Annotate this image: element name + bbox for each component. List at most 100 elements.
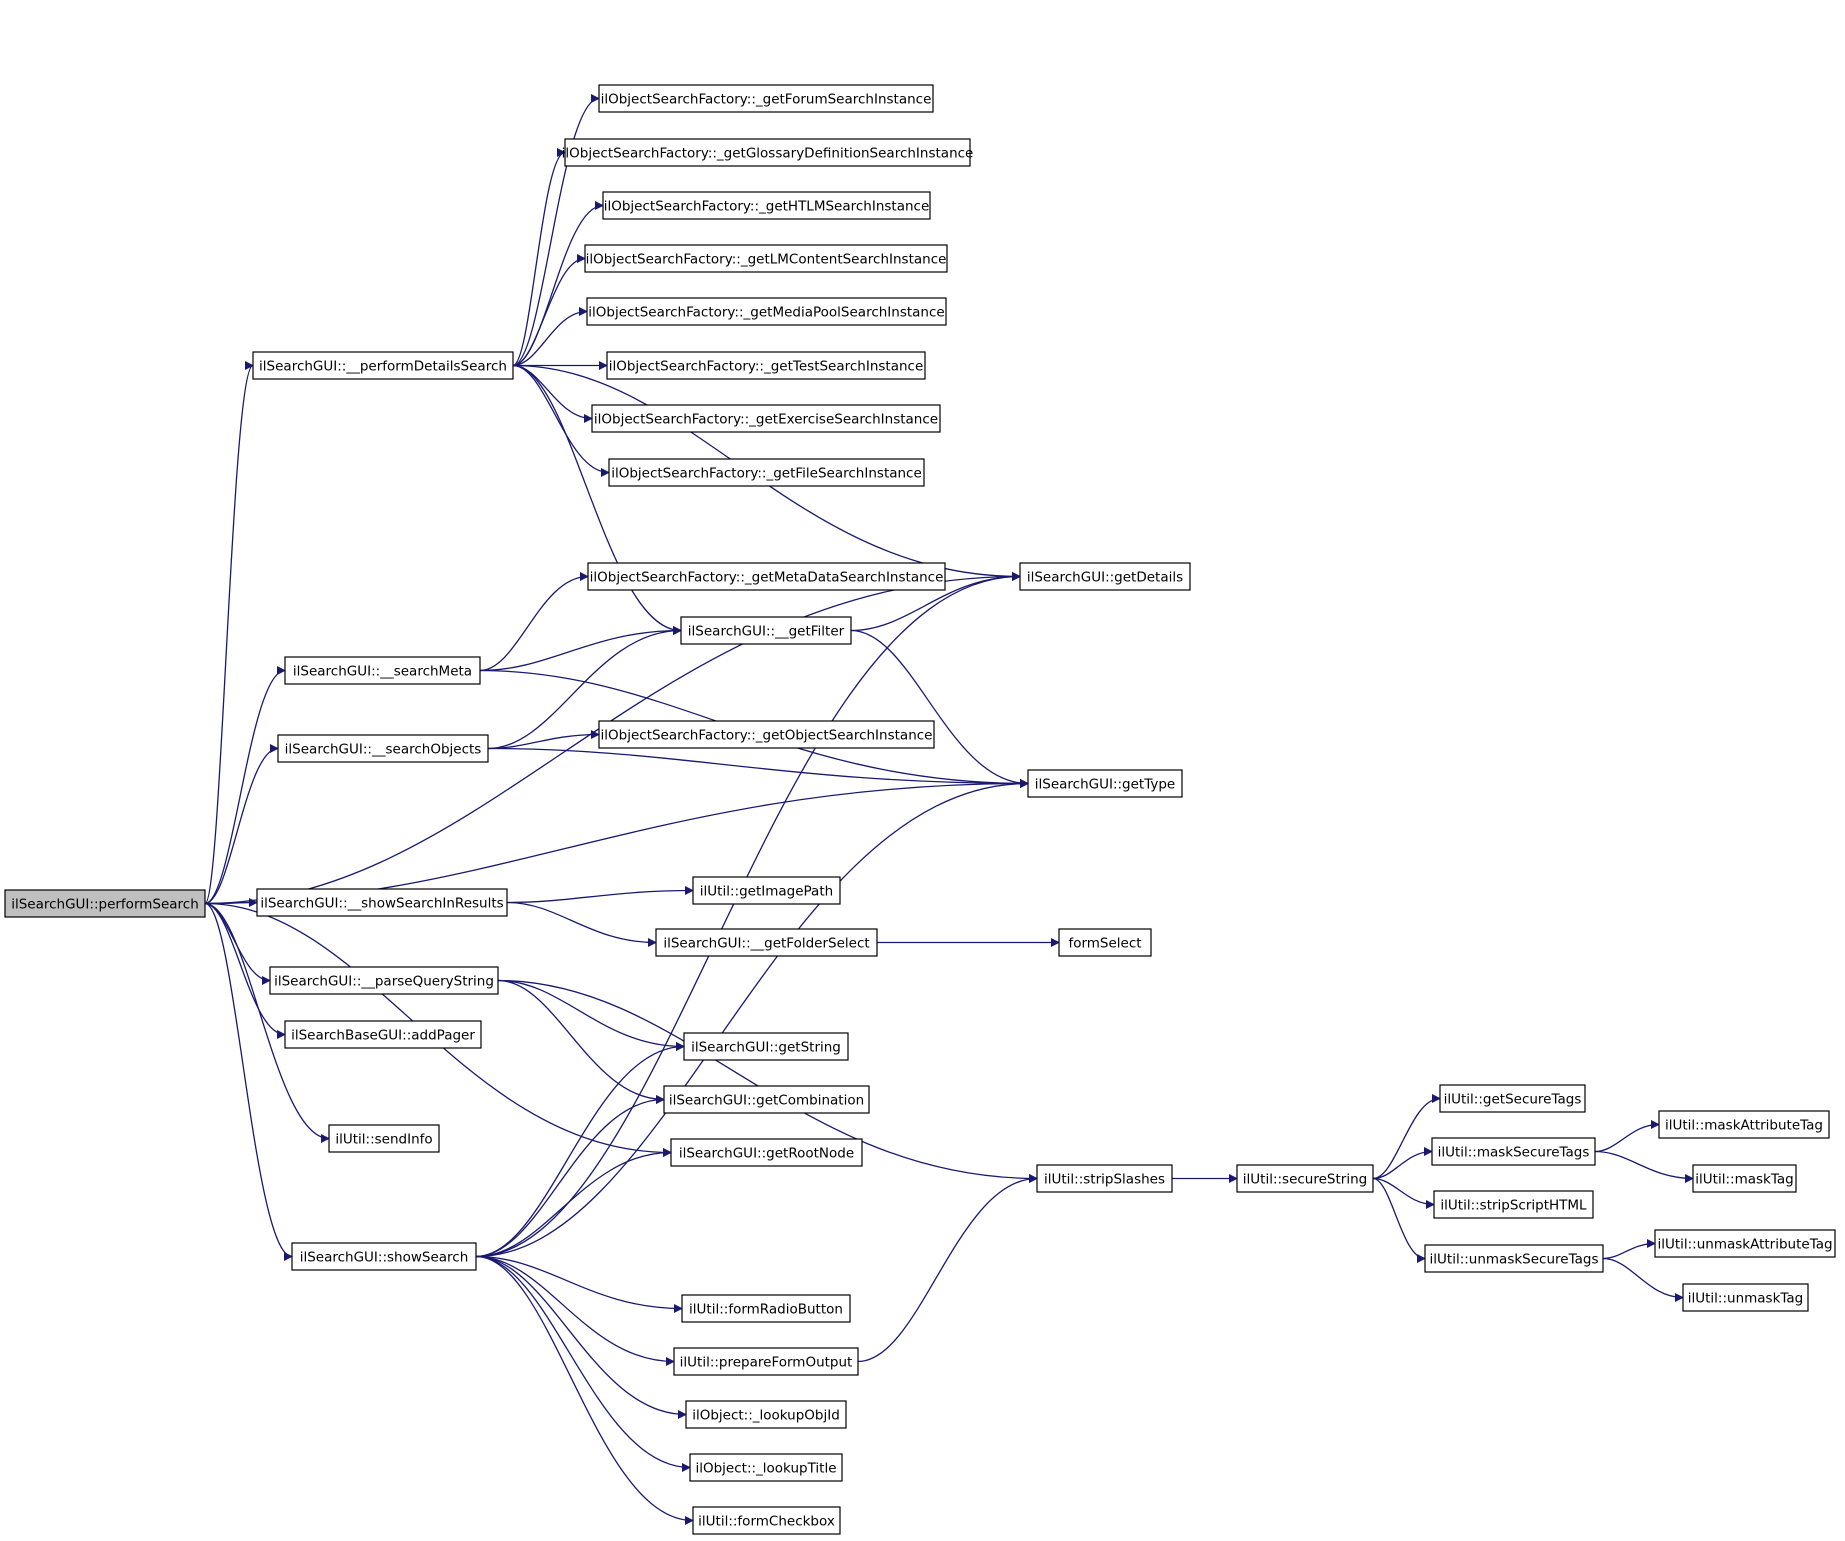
- node-form-select[interactable]: formSelect: [1058, 928, 1152, 957]
- node-form-checkbox[interactable]: ilUtil::formCheckbox: [692, 1506, 841, 1535]
- node-get-lmcontent-search-instance[interactable]: ilObjectSearchFactory::_getLMContentSear…: [584, 244, 948, 273]
- edge-show-search-in-results-to-get-image-path: [506, 886, 694, 904]
- node-send-info[interactable]: ilUtil::sendInfo: [328, 1124, 440, 1153]
- edge-show-search-to-get-details: [475, 572, 1021, 1258]
- node-box: [1424, 1244, 1604, 1273]
- node-label: ilUtil::maskAttributeTag: [1665, 1118, 1823, 1134]
- node-perform-details-search[interactable]: ilSearchGUI::__performDetailsSearch: [252, 351, 514, 380]
- node-label: ilObjectSearchFactory::_getGlossaryDefin…: [562, 146, 974, 162]
- edge-search-meta-to-get-meta-data-search-instance: [479, 572, 589, 672]
- node-label: ilObjectSearchFactory::_getFileSearchIns…: [611, 466, 922, 482]
- node-search-objects[interactable]: ilSearchGUI::__searchObjects: [277, 734, 489, 763]
- node-box: [1036, 1164, 1173, 1193]
- node-unmask-secure-tags[interactable]: ilUtil::unmaskSecureTags: [1424, 1244, 1604, 1273]
- edge-mask-secure-tags-to-mask-attribute-tag: [1594, 1120, 1660, 1153]
- node-label: ilSearchGUI::getCombination: [669, 1093, 864, 1109]
- node-lookup-title[interactable]: ilObject::_lookupTitle: [689, 1453, 843, 1482]
- node-get-secure-tags[interactable]: ilUtil::getSecureTags: [1439, 1084, 1586, 1113]
- node-get-media-pool-search-instance[interactable]: ilObjectSearchFactory::_getMediaPoolSear…: [586, 297, 947, 326]
- node-box: [670, 1138, 863, 1167]
- node-get-image-path[interactable]: ilUtil::getImagePath: [692, 876, 841, 905]
- node-box: [284, 1020, 482, 1049]
- node-label: ilSearchGUI::performSearch: [11, 897, 199, 913]
- edge-show-search-to-lookup-obj-id: [475, 1255, 687, 1419]
- node-get-htlmsearch-instance[interactable]: ilObjectSearchFactory::_getHTLMSearchIns…: [602, 191, 931, 220]
- node-get-glossary-definition-search-instance[interactable]: ilObjectSearchFactory::_getGlossaryDefin…: [562, 138, 974, 167]
- edge-show-search-to-lookup-title: [475, 1255, 691, 1472]
- node-box: [1692, 1164, 1797, 1193]
- node-get-combination[interactable]: ilSearchGUI::getCombination: [663, 1085, 870, 1114]
- node-strip-script-html[interactable]: ilUtil::stripScriptHTML: [1433, 1190, 1594, 1219]
- node-get-exercise-search-instance[interactable]: ilObjectSearchFactory::_getExerciseSearc…: [591, 404, 941, 433]
- node-get-root-node[interactable]: ilSearchGUI::getRootNode: [670, 1138, 863, 1167]
- node-get-type[interactable]: ilSearchGUI::getType: [1027, 769, 1183, 798]
- node-box: [1019, 562, 1191, 591]
- edges-layer: [204, 94, 1694, 1525]
- node-mask-secure-tags[interactable]: ilUtil::maskSecureTags: [1431, 1137, 1596, 1166]
- edge-perform-details-search-to-get-glossary-definition-search-instance: [512, 148, 566, 367]
- node-lookup-obj-id[interactable]: ilObject::_lookupObjId: [685, 1400, 847, 1429]
- node-label: formSelect: [1068, 936, 1141, 952]
- edge-secure-string-to-unmask-secure-tags: [1372, 1177, 1426, 1263]
- node-mask-attribute-tag[interactable]: ilUtil::maskAttributeTag: [1658, 1110, 1830, 1139]
- node-perform-search[interactable]: ilSearchGUI::performSearch: [4, 889, 206, 918]
- node-box: [1658, 1110, 1830, 1139]
- node-strip-slashes[interactable]: ilUtil::stripSlashes: [1036, 1164, 1173, 1193]
- node-box: [1431, 1137, 1596, 1166]
- node-box: [683, 1032, 849, 1061]
- node-get-forum-search-instance[interactable]: ilObjectSearchFactory::_getForumSearchIn…: [598, 84, 934, 113]
- node-label: ilSearchBaseGUI::addPager: [291, 1028, 475, 1044]
- node-unmask-tag[interactable]: ilUtil::unmaskTag: [1682, 1283, 1809, 1312]
- node-get-filter[interactable]: ilSearchGUI::__getFilter: [680, 616, 852, 645]
- node-get-string[interactable]: ilSearchGUI::getString: [683, 1032, 849, 1061]
- node-label: ilUtil::formCheckbox: [698, 1514, 835, 1530]
- node-label: ilSearchGUI::__showSearchInResults: [260, 896, 503, 912]
- edge-perform-search-to-get-details: [204, 572, 1021, 905]
- edge-secure-string-to-mask-secure-tags: [1372, 1147, 1433, 1180]
- node-label: ilSearchGUI::__searchObjects: [285, 742, 482, 758]
- node-label: ilObjectSearchFactory::_getHTLMSearchIns…: [604, 199, 930, 215]
- edge-perform-search-to-perform-details-search: [204, 361, 254, 905]
- node-get-file-search-instance[interactable]: ilObjectSearchFactory::_getFileSearchIns…: [608, 458, 925, 487]
- node-parse-query-string[interactable]: ilSearchGUI::__parseQueryString: [269, 966, 499, 995]
- edge-perform-search-to-get-type: [204, 779, 1029, 905]
- node-label: ilUtil::unmaskAttributeTag: [1657, 1237, 1832, 1253]
- edge-search-meta-to-get-filter: [479, 626, 682, 672]
- node-unmask-attribute-tag[interactable]: ilUtil::unmaskAttributeTag: [1654, 1229, 1836, 1258]
- node-secure-string[interactable]: ilUtil::secureString: [1236, 1164, 1374, 1193]
- node-box: [1236, 1164, 1374, 1193]
- edge-show-search-to-form-checkbox: [475, 1255, 694, 1525]
- node-label: ilUtil::stripScriptHTML: [1440, 1198, 1587, 1214]
- node-label: ilSearchGUI::__parseQueryString: [274, 974, 494, 990]
- edge-search-objects-to-get-filter: [487, 626, 682, 750]
- node-label: ilSearchGUI::__getFilter: [688, 624, 845, 640]
- node-box: [256, 888, 508, 917]
- node-form-radio-button[interactable]: ilUtil::formRadioButton: [681, 1294, 851, 1323]
- node-get-object-search-instance[interactable]: ilObjectSearchFactory::_getObjectSearchI…: [598, 720, 935, 749]
- edge-perform-details-search-to-get-file-search-instance: [512, 364, 610, 477]
- node-box: [689, 1453, 843, 1482]
- node-mask-tag[interactable]: ilUtil::maskTag: [1692, 1164, 1797, 1193]
- node-box: [1433, 1190, 1594, 1219]
- node-get-test-search-instance[interactable]: ilObjectSearchFactory::_getTestSearchIns…: [606, 351, 926, 380]
- node-get-details[interactable]: ilSearchGUI::getDetails: [1019, 562, 1191, 591]
- node-label: ilSearchGUI::getDetails: [1027, 570, 1183, 586]
- node-show-search[interactable]: ilSearchGUI::showSearch: [291, 1242, 477, 1271]
- edge-mask-secure-tags-to-mask-tag: [1594, 1150, 1694, 1183]
- node-box: [1027, 769, 1183, 798]
- node-box: [602, 191, 931, 220]
- node-get-meta-data-search-instance[interactable]: ilObjectSearchFactory::_getMetaDataSearc…: [587, 562, 946, 591]
- node-prepare-form-output[interactable]: ilUtil::prepareFormOutput: [673, 1347, 859, 1376]
- edge-show-search-to-get-root-node: [475, 1148, 672, 1258]
- node-box: [663, 1085, 870, 1114]
- node-search-meta[interactable]: ilSearchGUI::__searchMeta: [284, 656, 481, 685]
- node-label: ilSearchGUI::__searchMeta: [293, 664, 472, 680]
- node-box: [606, 351, 926, 380]
- node-show-search-in-results[interactable]: ilSearchGUI::__showSearchInResults: [256, 888, 508, 917]
- node-add-pager[interactable]: ilSearchBaseGUI::addPager: [284, 1020, 482, 1049]
- edge-perform-search-to-send-info: [204, 902, 330, 1143]
- node-label: ilSearchGUI::getRootNode: [679, 1146, 854, 1162]
- node-get-folder-select[interactable]: ilSearchGUI::__getFolderSelect: [655, 928, 878, 957]
- edge-show-search-to-prepare-form-output: [475, 1255, 675, 1366]
- edge-unmask-secure-tags-to-unmask-tag: [1602, 1257, 1684, 1302]
